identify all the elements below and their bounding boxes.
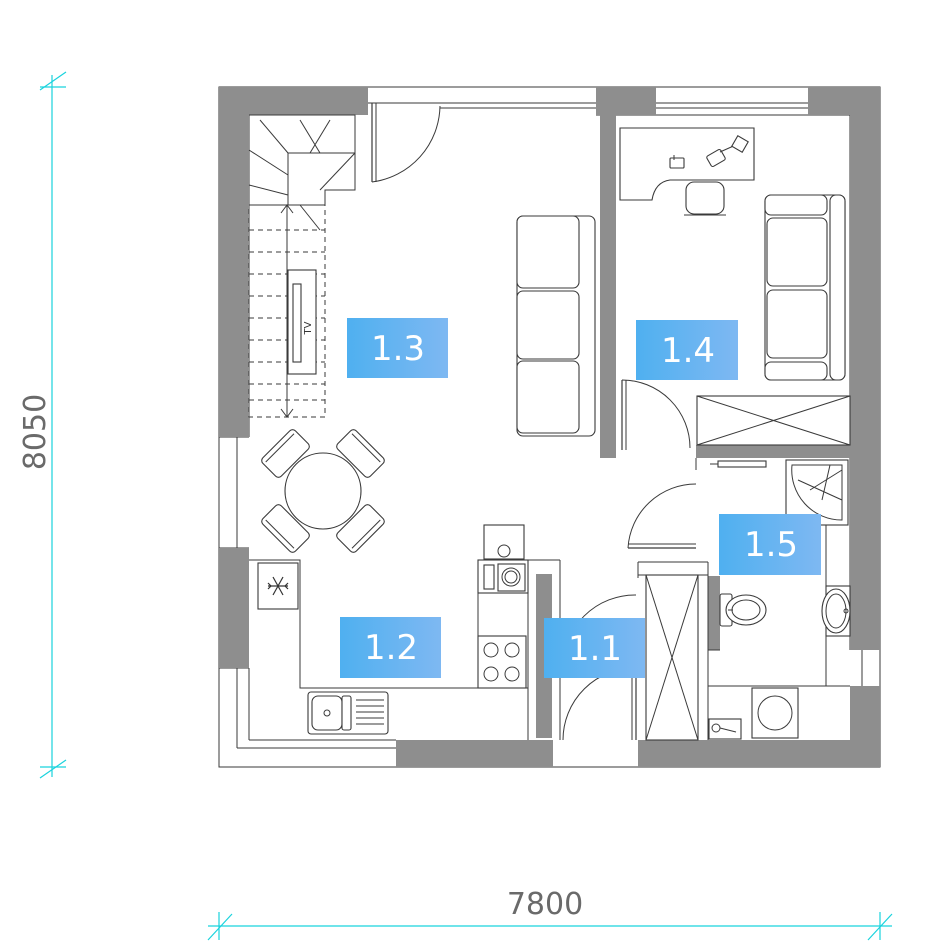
wardrobe bbox=[696, 395, 851, 446]
dining-table-icon bbox=[261, 429, 385, 553]
hood-cabinet bbox=[483, 524, 525, 560]
room-label-1-2-text: 1.2 bbox=[364, 628, 418, 668]
room-label-1-5: 1.5 bbox=[719, 514, 821, 575]
room-label-1-3: 1.3 bbox=[347, 318, 448, 378]
height-dimension-label: 8050 bbox=[18, 394, 53, 470]
sink-icon bbox=[307, 691, 389, 735]
stove-icon bbox=[477, 635, 527, 689]
entry-closet bbox=[645, 574, 699, 741]
room-label-1-3-text: 1.3 bbox=[371, 329, 425, 369]
washing-machine-icon bbox=[751, 687, 799, 739]
oven bbox=[477, 559, 529, 594]
entrance-door-top bbox=[371, 103, 441, 183]
bidet-tap bbox=[708, 718, 742, 740]
sofa-icon bbox=[764, 194, 846, 381]
height-dimension: 8050 bbox=[18, 71, 67, 779]
tv-label: TV bbox=[303, 321, 314, 335]
walls bbox=[219, 87, 880, 767]
sofa-icon bbox=[516, 215, 596, 437]
width-dimension-label: 7800 bbox=[507, 887, 583, 922]
room-label-1-4-text: 1.4 bbox=[661, 331, 715, 371]
washbasin-icon bbox=[821, 585, 851, 637]
staircase bbox=[248, 114, 356, 418]
room-label-1-1-text: 1.1 bbox=[568, 629, 622, 669]
room-label-1-2: 1.2 bbox=[340, 617, 441, 678]
telephone-icon bbox=[669, 155, 685, 169]
office-door bbox=[621, 379, 691, 450]
tv-stand: TV bbox=[287, 269, 317, 375]
office-desk bbox=[619, 127, 755, 201]
room-label-1-4: 1.4 bbox=[636, 320, 738, 380]
bathroom-door bbox=[627, 483, 697, 549]
room-label-1-5-text: 1.5 bbox=[744, 525, 798, 565]
snowflake-icon bbox=[267, 576, 289, 596]
room-label-1-1: 1.1 bbox=[544, 618, 645, 678]
office-chair-icon bbox=[684, 181, 726, 216]
towel-rail bbox=[710, 460, 767, 468]
desk-lamp-icon bbox=[706, 135, 749, 168]
toilet-icon bbox=[719, 593, 767, 627]
width-dimension: 7800 bbox=[207, 887, 893, 941]
